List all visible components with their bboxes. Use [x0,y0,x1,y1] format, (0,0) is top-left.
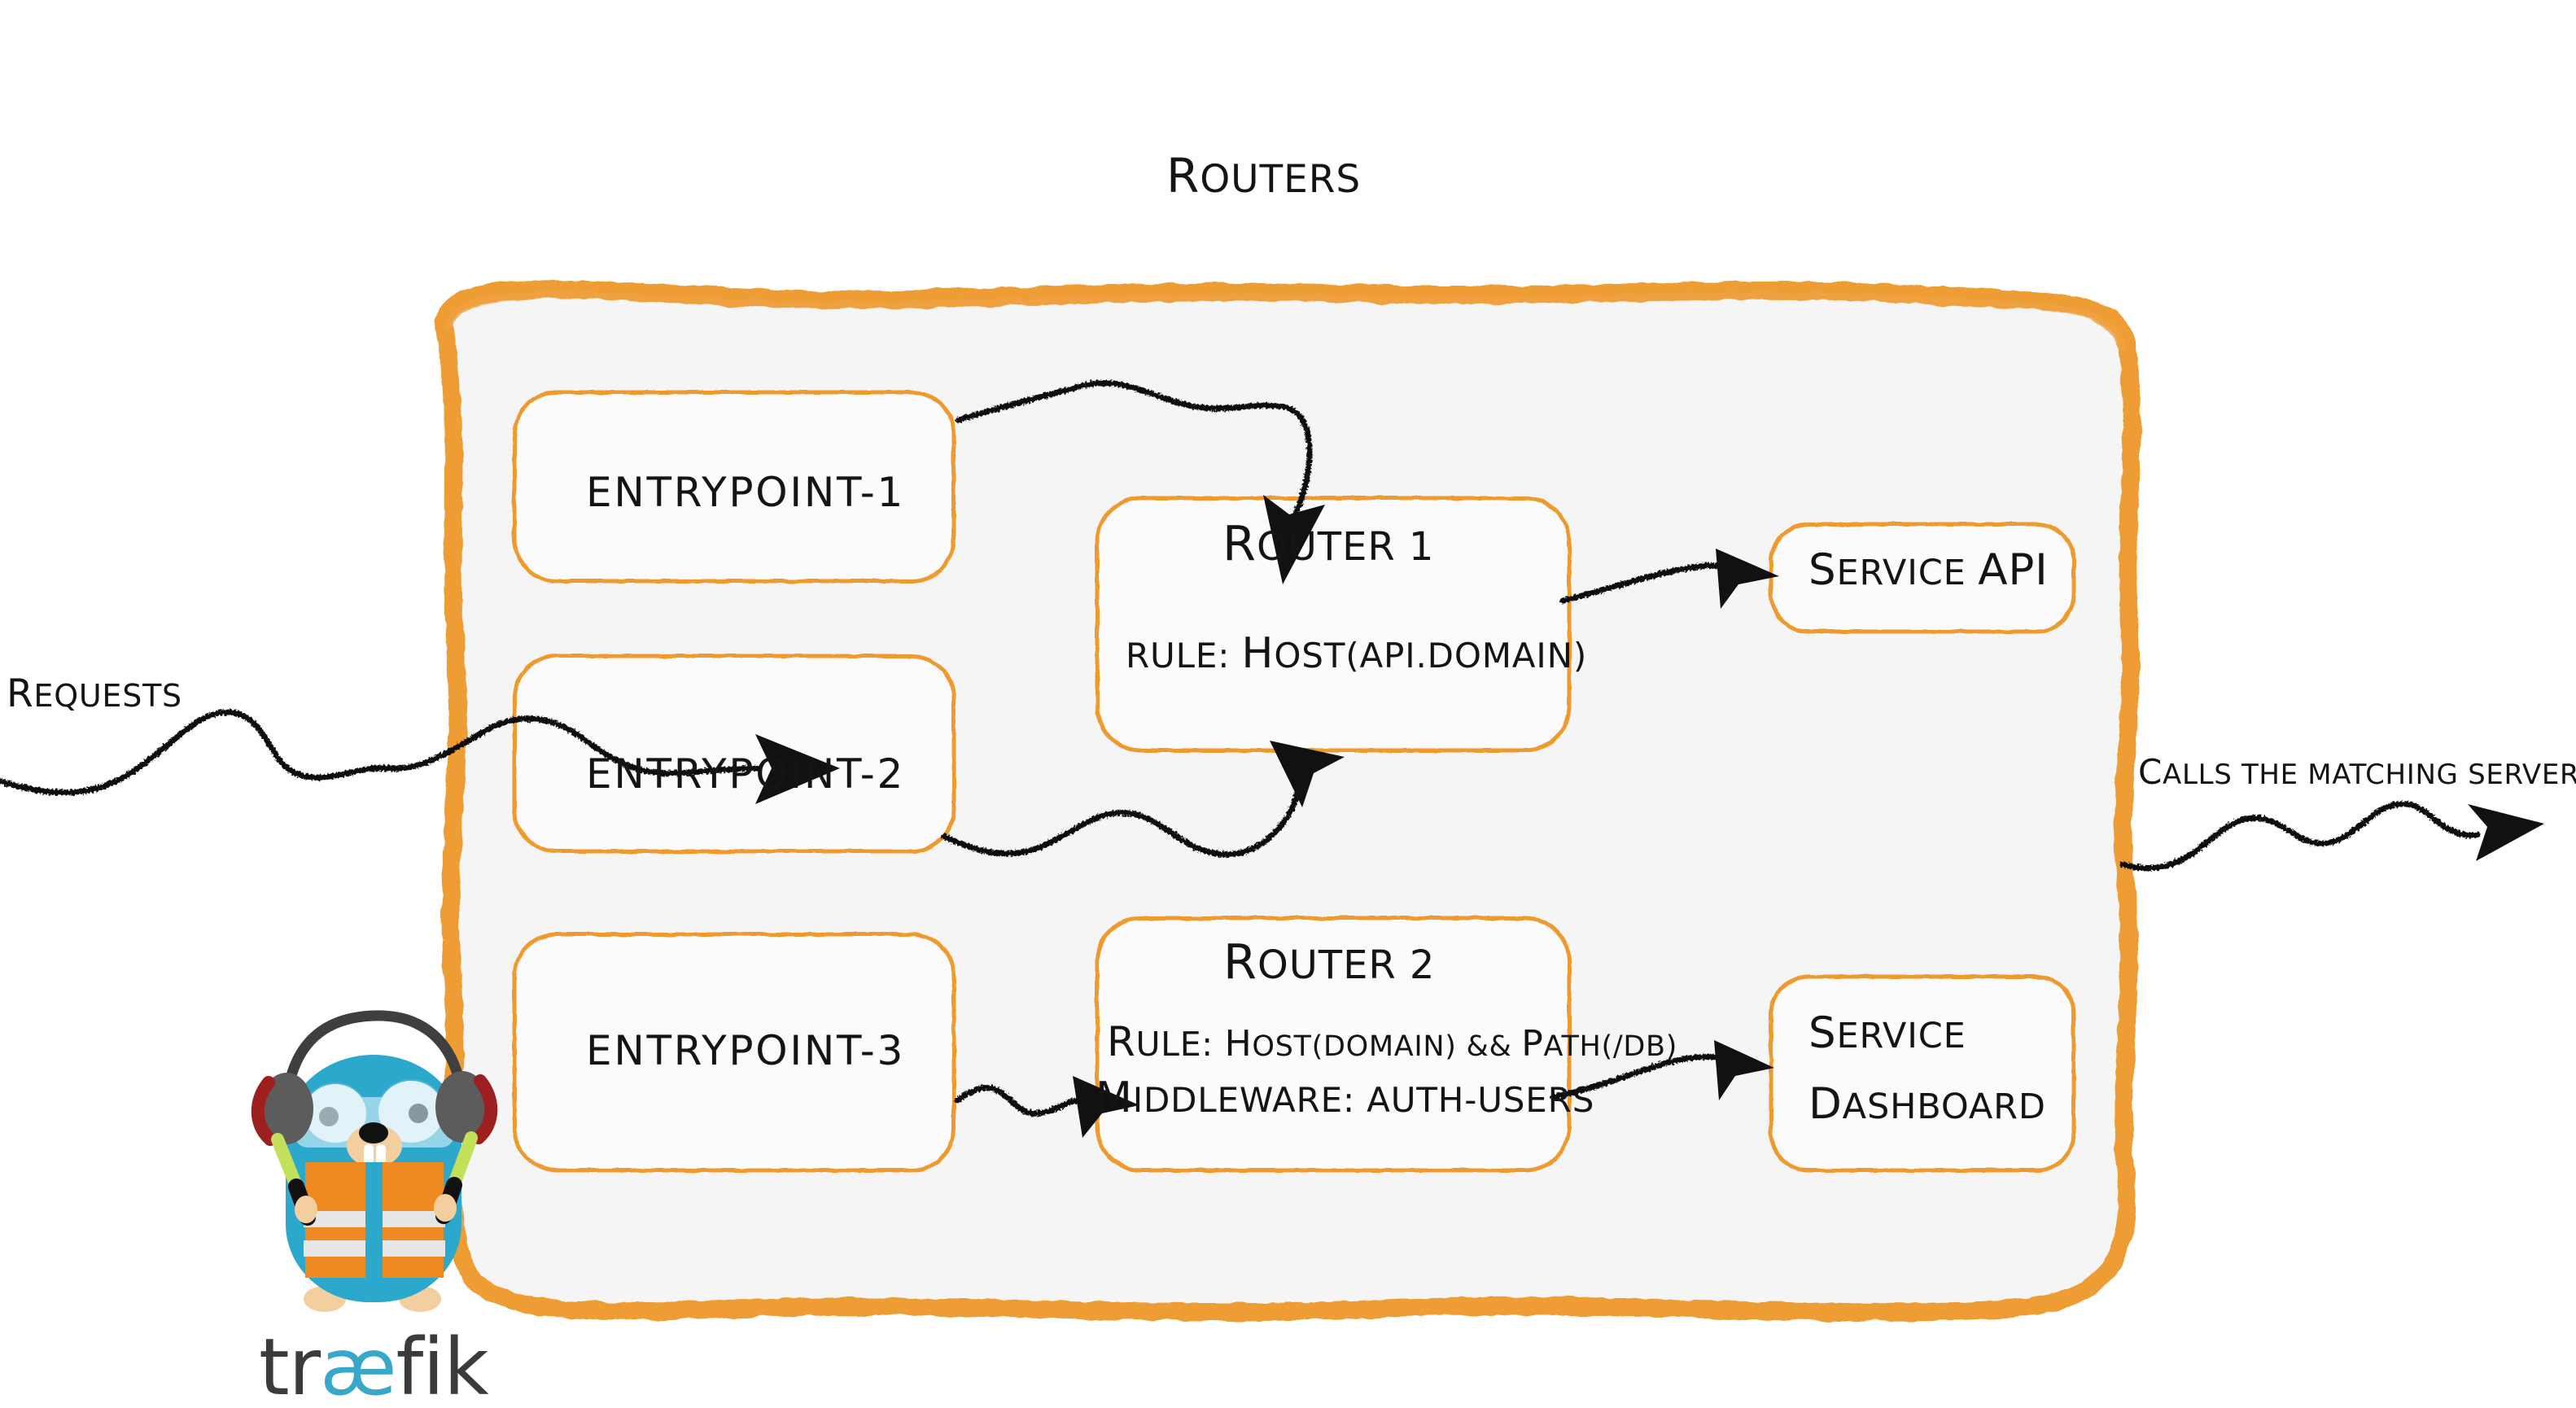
mascot-tooth-right [376,1144,386,1164]
arrow-r2-dash-head [1714,1040,1774,1100]
service-api-label: SERVICE API [1808,545,2049,595]
router-1-title: ROUTER 1 [1222,515,1435,571]
mascot-head [286,1055,461,1211]
wordmark-post: fik [396,1322,489,1408]
mascot-goggle-lens-right [377,1079,445,1144]
mascot-vest-stripe-1 [304,1211,445,1227]
mascot-body [286,1066,461,1302]
service-dashboard-box-shape [1769,974,2076,1173]
mascot-baton-left-handle [288,1178,316,1226]
router-2-rule: RULE: HOST(DOMAIN) && PATH(/DB) [1107,1018,1678,1065]
mascot-pupil-left [319,1107,339,1126]
entrypoint-2-label: ENTRYPOINT-2 [586,750,906,798]
mascot-hand-right [434,1194,457,1222]
wordmark-ae: æ [320,1322,396,1408]
entrypoint-1-label: ENTRYPOINT-1 [586,469,906,516]
mascot-earcup-right [435,1071,489,1143]
mascot-nose [359,1122,388,1143]
traefik-gopher-mascot [251,1010,498,1312]
arrow-e2-r1-path [941,754,1301,858]
service-dashboard-box[interactable] [1769,974,2076,1173]
mascot-vest-stripe-2 [304,1240,445,1257]
routers-container-border [435,280,2141,1322]
wordmark-pre: tr [259,1322,321,1408]
mascot-snout [347,1125,402,1167]
mascot-eye-right-white [378,1081,444,1143]
arrow-calls-head [2468,804,2544,861]
arrow-e1-r1-path [956,380,1313,521]
mascot-tooth-left [364,1144,374,1164]
mascot-earcup-left [260,1073,313,1144]
arrow-calls-outbound [2119,801,2544,872]
mascot-pupil-right [409,1104,428,1123]
mascot-vest-right [383,1162,444,1278]
service-dashboard-label-line2: DASHBOARD [1808,1079,2046,1129]
page-title: ROUTERS [1166,148,1362,203]
calls-matching-server-label: CALLS THE MATCHING SERVER [2138,752,2576,792]
mascot-hand-left [295,1196,317,1223]
mascot-baton-left [271,1133,304,1196]
arrow-router1-to-serviceapi [1559,549,1779,609]
routers-container [435,280,2141,1322]
router-2-title: ROUTER 2 [1223,934,1436,990]
mascot-eye-left-white [304,1084,366,1143]
mascot-foot-left [304,1286,346,1312]
requests-label: REQUESTS [7,671,182,716]
router-1-rule: RULE: HOST(API.DOMAIN) [1126,629,1588,678]
mascot-earpad-right [472,1074,498,1144]
arrow-calls-path [2119,801,2481,872]
mascot-baton-right-handle [435,1177,462,1224]
traefik-wordmark: træfik [259,1328,489,1406]
mascot-headphone-band [281,1010,468,1106]
arrow-e3-r2-path [954,1085,1084,1117]
routers-container-fill [444,289,2132,1313]
mascot-goggle-lens-left [303,1082,368,1144]
mascot-vest-gap [365,1162,383,1281]
mascot-earpad-left [251,1076,277,1146]
mascot-goggles-strap [295,1097,454,1148]
service-dashboard-label-line1: SERVICE [1808,1008,1966,1058]
arrow-r1-api-path [1559,562,1730,604]
mascot-baton-right [446,1131,478,1195]
routers-container-border-highlight [445,291,2125,351]
mascot-vest-left [305,1162,365,1278]
entrypoint-3-label: ENTRYPOINT-3 [586,1027,906,1074]
arrow-e2-r1-head [1270,741,1345,807]
router-2-middleware: MIDDLEWARE: AUTH-USERS [1096,1073,1595,1122]
arrow-r1-api-head [1716,549,1779,609]
mascot-foot-right [399,1286,441,1312]
arrow-entrypoint2-to-router1 [941,741,1345,858]
